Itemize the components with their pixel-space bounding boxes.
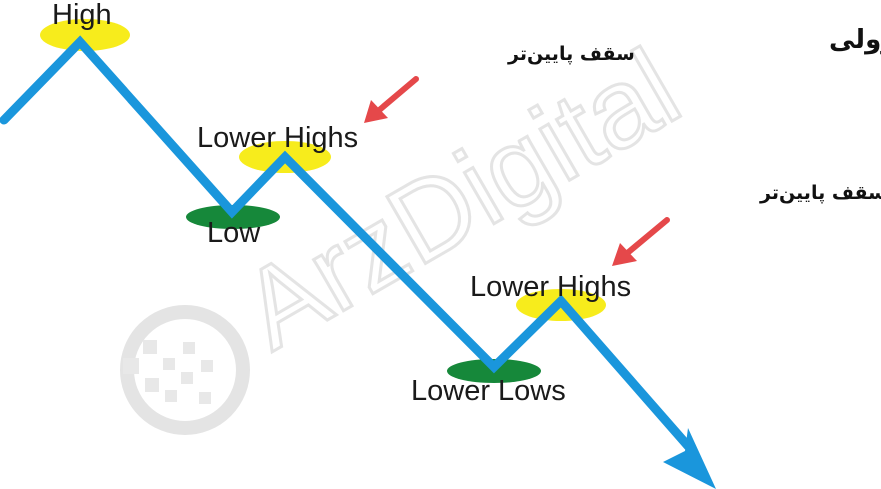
annotation-lower-high-1: سقف پایین‌تر [507, 43, 635, 65]
trend-arrowhead-icon [663, 428, 716, 489]
watermark-text: ArzDigital [222, 25, 700, 373]
red-arrow-1-icon [364, 76, 419, 123]
annotation-lower-high-2: سقف پایین‌تر [759, 182, 881, 204]
label-lower-highs-2: Lower Highs [470, 271, 631, 303]
label-lower-lows: Lower Lows [411, 375, 566, 407]
label-lower-highs-1: Lower Highs [197, 122, 358, 154]
diagram-title: یک روند نزولی [829, 25, 881, 55]
watermark-logo-icon [120, 305, 250, 435]
label-low: Low [207, 217, 261, 249]
high-marker [40, 19, 130, 51]
label-high: High [52, 0, 112, 31]
downtrend-line [0, 35, 693, 451]
red-arrow-2-icon [612, 217, 670, 266]
